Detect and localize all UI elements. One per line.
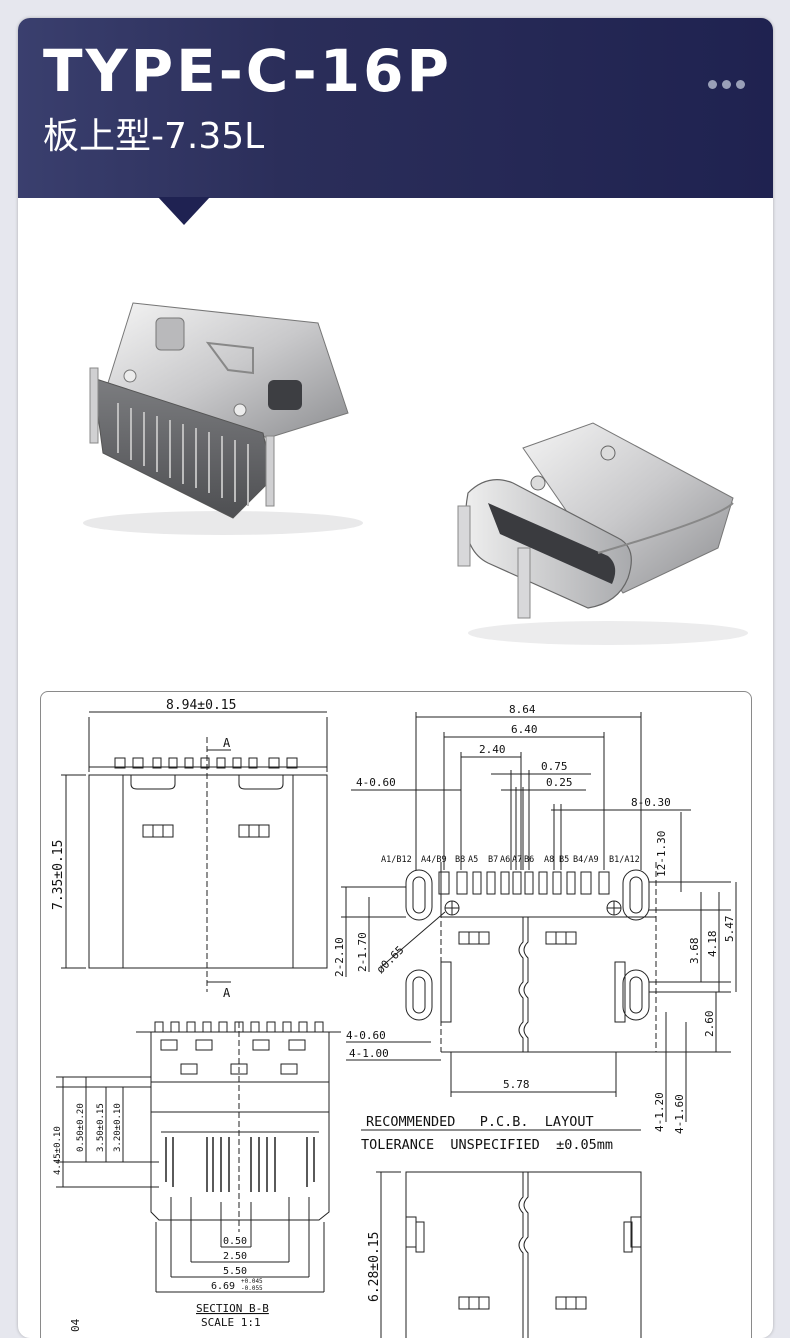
product-title: TYPE-C-16P xyxy=(43,37,452,105)
pcb-dim-8-64: 8.64 xyxy=(509,703,536,716)
section-dim-0-50: 0.50±0.20 xyxy=(76,1103,86,1152)
pin-label-b5: B5 xyxy=(559,855,569,865)
pcb-dim-4-1-20: 4-1.20 xyxy=(653,1092,666,1132)
section-scale: SCALE 1:1 xyxy=(201,1316,261,1329)
pcb-pad-width: 4-0.60 xyxy=(356,776,396,789)
pcb-dim-2-1-70: 2-1.70 xyxy=(356,932,369,972)
pin-label-b4-a9: B4/A9 xyxy=(573,855,599,865)
front-width-dim: 8.94±0.15 xyxy=(166,698,236,713)
edge-label: 04 xyxy=(69,1318,82,1332)
pin-label-a6: A6 xyxy=(500,855,510,865)
pcb-dim-3-68: 3.68 xyxy=(688,938,701,965)
pin-label-a4-b9: A4/B9 xyxy=(421,855,447,865)
pcb-dim-5-78: 5.78 xyxy=(503,1078,530,1091)
section-dim-0-50-bottom: 0.50 xyxy=(223,1236,247,1247)
pcb-dim-0-75: 0.75 xyxy=(541,760,568,773)
section-label-a-bottom: A xyxy=(223,986,231,1000)
front-height-dim: 7.35±0.15 xyxy=(51,840,66,910)
pcb-dim-5-47: 5.47 xyxy=(723,916,736,943)
section-label-a-top: A xyxy=(223,736,231,750)
header-pointer xyxy=(158,197,210,225)
section-dim-4-45: 4.45±0.10 xyxy=(53,1126,63,1175)
product-subtitle: 板上型-7.35L xyxy=(43,116,265,157)
header-banner: TYPE-C-16P 板上型-7.35L xyxy=(18,18,773,198)
pcb-dim-4-1-00: 4-1.00 xyxy=(349,1047,389,1060)
section-dim-5-50: 5.50 xyxy=(223,1266,247,1277)
product-photos xyxy=(83,302,748,645)
section-dim-6-69: 6.69 xyxy=(211,1281,235,1292)
pin-label-a8: A8 xyxy=(544,855,554,865)
pcb-pitch: 8-0.30 xyxy=(631,796,671,809)
pcb-dim-hole: ø0.65 xyxy=(374,944,407,977)
note-recommended-layout: RECOMMENDED P.C.B. LAYOUT xyxy=(366,1114,594,1130)
pcb-dim-2-60: 2.60 xyxy=(703,1011,716,1038)
more-options-icon[interactable] xyxy=(708,80,745,89)
product-card: TYPE-C-16P 板上型-7.35L xyxy=(18,18,773,1338)
section-dim-3-50: 3.50±0.15 xyxy=(96,1103,106,1152)
pin-label-a1-b12: A1/B12 xyxy=(381,855,412,865)
section-dim-2-50: 2.50 xyxy=(223,1251,247,1262)
note-tolerance: TOLERANCE UNSPECIFIED ±0.05mm xyxy=(361,1137,613,1153)
section-tol-lower: -0.055 xyxy=(241,1285,263,1292)
section-title: SECTION B-B xyxy=(196,1302,269,1315)
section-tol-upper: +0.045 xyxy=(241,1278,263,1285)
pin-label-b8: B8 xyxy=(455,855,465,865)
pcb-dim-4-1-60: 4-1.60 xyxy=(673,1094,686,1134)
pcb-dim-2-40: 2.40 xyxy=(479,743,506,756)
pcb-dim-4-0-60: 4-0.60 xyxy=(346,1029,386,1042)
pcb-dim-12-1-30: 12-1.30 xyxy=(655,831,668,877)
pin-label-b6: B6 xyxy=(524,855,534,865)
pin-label-a5: A5 xyxy=(468,855,478,865)
connector-photo-side xyxy=(457,422,748,645)
pcb-dim-6-40: 6.40 xyxy=(511,723,538,736)
pcb-dim-2-2-10: 2-2.10 xyxy=(333,937,346,977)
pin-label-b7: B7 xyxy=(488,855,498,865)
connector-photo-front xyxy=(83,302,363,535)
section-dim-3-20: 3.20±0.10 xyxy=(113,1103,123,1152)
bottom-height-dim: 6.28±0.15 xyxy=(367,1232,382,1302)
pcb-dim-0-25: 0.25 xyxy=(546,776,573,789)
technical-drawing: 8.94±0.15 7.35±0.15 A A 4.45±0.10 0.50±0… xyxy=(40,691,752,1338)
pin-label-b1-a12: B1/A12 xyxy=(609,855,640,865)
pcb-dim-4-18: 4.18 xyxy=(706,931,719,958)
pin-label-a7: A7 xyxy=(512,855,522,865)
dimension-drawing: 8.94±0.15 7.35±0.15 A A 4.45±0.10 0.50±0… xyxy=(51,698,737,1338)
